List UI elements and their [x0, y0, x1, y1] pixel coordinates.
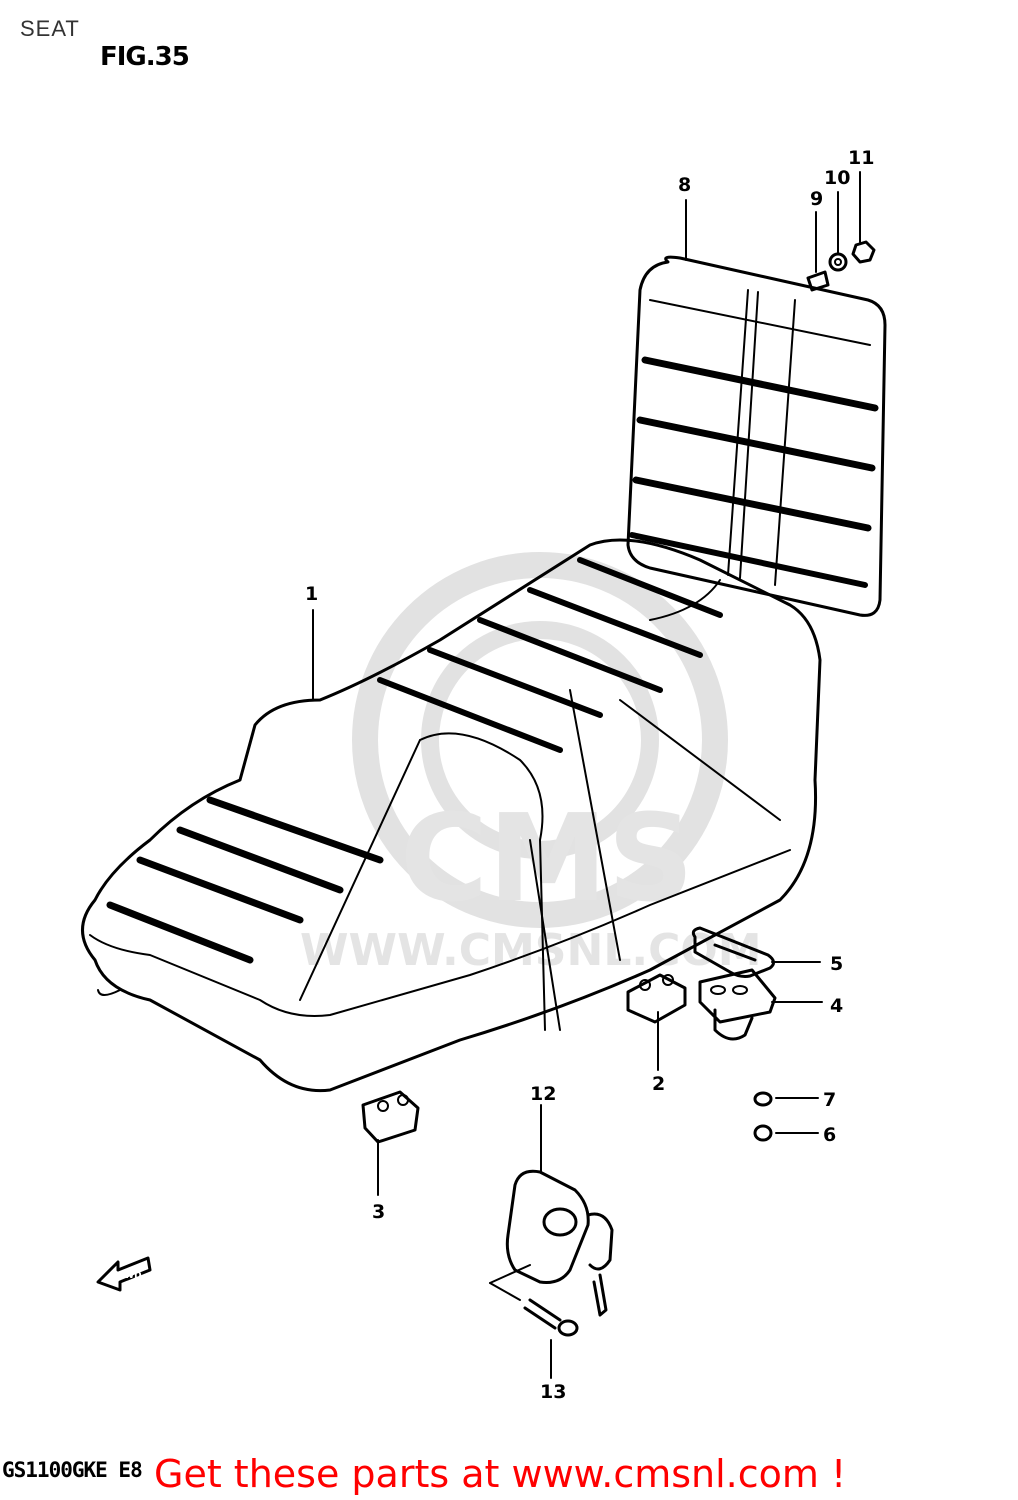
callout-2: 2 — [652, 1073, 665, 1095]
seat-body — [81, 538, 822, 1093]
leader-lines — [312, 171, 861, 1379]
figure-label: FIG.35 — [100, 42, 190, 72]
part-screw-13 — [523, 1298, 579, 1337]
callout-4: 4 — [830, 995, 843, 1017]
fwd-arrow-icon: FWD — [96, 1256, 152, 1292]
callout-13: 13 — [540, 1381, 566, 1403]
callout-7: 7 — [823, 1089, 836, 1111]
callout-8: 8 — [678, 174, 691, 196]
callout-5: 5 — [830, 953, 843, 975]
fwd-label: FWD — [118, 1271, 142, 1281]
part-nut-6 — [753, 1124, 773, 1142]
callout-1: 1 — [305, 583, 318, 605]
part-nut-11 — [851, 240, 876, 264]
part-washer-7 — [753, 1091, 773, 1107]
part-bracket-3 — [361, 1090, 420, 1144]
watermark-logo: CMS WWW.CMSNL.COM — [300, 552, 762, 976]
page-header: SEAT — [20, 16, 80, 41]
backrest-pad — [626, 255, 887, 617]
callout-11: 11 — [848, 147, 874, 169]
callout-3: 3 — [372, 1201, 385, 1223]
part-plate-5 — [691, 926, 775, 978]
part-bracket-2 — [626, 973, 687, 1024]
callout-6: 6 — [823, 1124, 836, 1146]
callout-12: 12 — [530, 1083, 556, 1105]
model-code: GS1100GKE E8 — [2, 1458, 143, 1482]
callout-10: 10 — [824, 167, 850, 189]
part-washer-10 — [828, 252, 848, 272]
watermark-cms-text: CMS — [400, 790, 694, 929]
promo-link[interactable]: Get these parts at www.cmsnl.com ! — [154, 1452, 847, 1496]
callout-9: 9 — [810, 188, 823, 210]
part-lock-12 — [505, 1169, 614, 1317]
part-bolt-9 — [806, 270, 830, 292]
part-hinge-4 — [698, 968, 777, 1041]
